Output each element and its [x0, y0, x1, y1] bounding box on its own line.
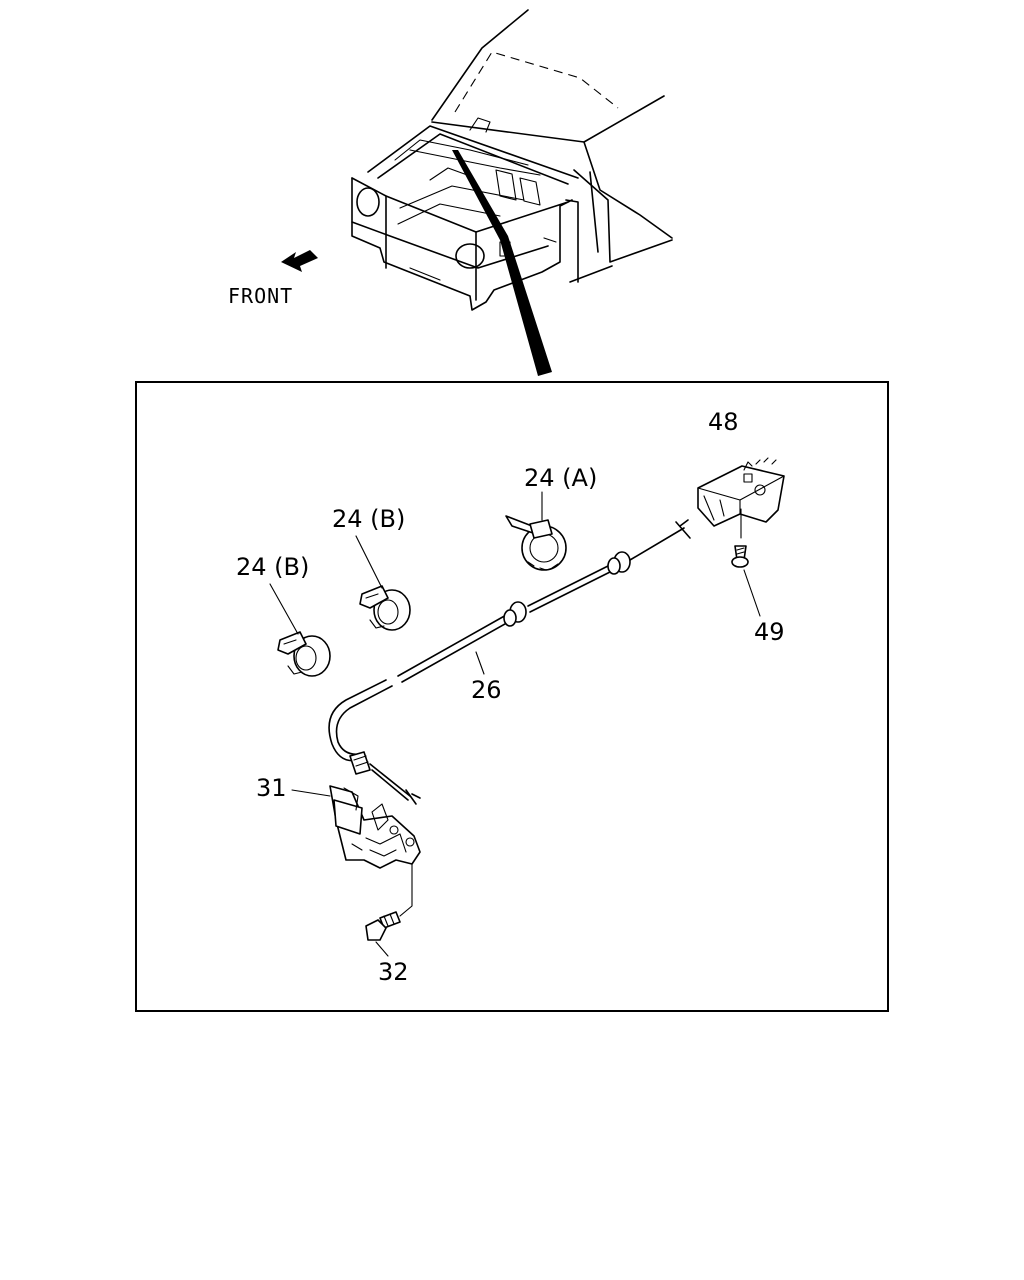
callout-31: 31 [256, 774, 287, 802]
release-cable-26 [328, 519, 691, 805]
callout-24b-lower: 24 (B) [236, 553, 309, 581]
leader-24b-upper [355, 535, 383, 589]
callout-24a: 24 (A) [524, 464, 597, 492]
callout-32: 32 [378, 958, 409, 986]
leader-wedge [452, 150, 552, 376]
callout-24b-upper: 24 (B) [332, 505, 405, 533]
leader-24b-lower [269, 583, 299, 635]
leader-31 [291, 789, 331, 797]
band-clip-24a [505, 515, 567, 571]
screw-49 [731, 545, 749, 568]
callout-48: 48 [708, 408, 739, 436]
cable-clip-24b-lower [277, 631, 331, 677]
cable-clip-24b-upper [359, 585, 411, 631]
front-label: FRONT [228, 284, 293, 308]
leader-26 [475, 651, 485, 675]
callout-26: 26 [471, 676, 502, 704]
callout-49: 49 [754, 618, 785, 646]
leader-32-axis [399, 863, 413, 917]
hood-latch-31 [329, 785, 421, 869]
release-handle-48 [697, 457, 785, 527]
leader-49 [743, 569, 761, 617]
leader-32 [375, 941, 389, 957]
front-arrow-icon [281, 250, 318, 272]
bolt-32 [365, 911, 401, 941]
detail-frame [135, 381, 889, 1012]
